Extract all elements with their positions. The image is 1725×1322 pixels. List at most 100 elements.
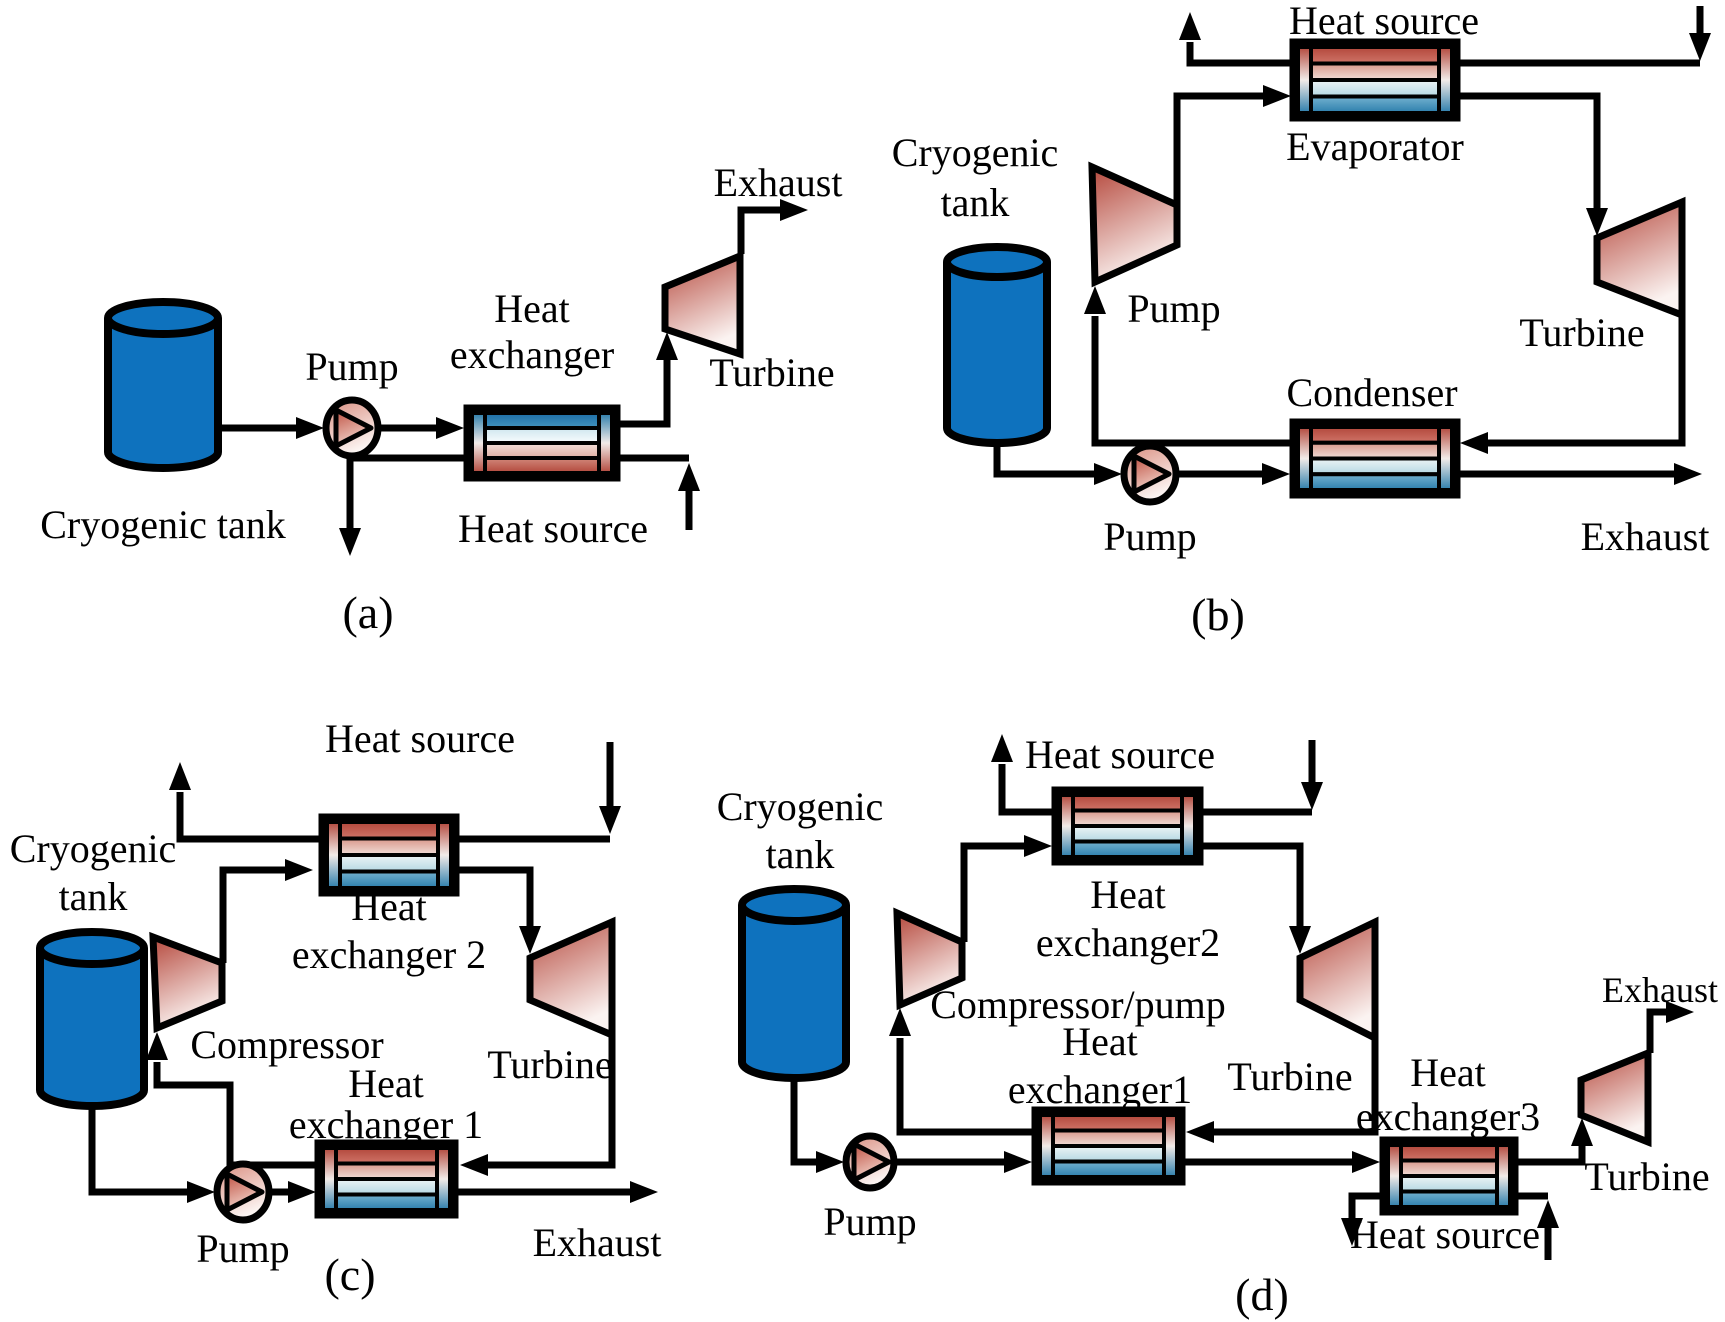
flow-arrow-icon bbox=[780, 199, 808, 221]
cryogenic-tank bbox=[36, 928, 148, 1110]
cryogenic-tank bbox=[738, 885, 850, 1082]
label-evaporator: Evaporator bbox=[1286, 124, 1464, 169]
label-tank: tank bbox=[766, 832, 835, 877]
label-pump-bottom: Pump bbox=[1103, 514, 1196, 559]
flow-arrow-icon bbox=[1571, 1118, 1593, 1146]
flow-arrow-icon bbox=[1004, 1151, 1032, 1173]
label-compressor-pump: Compressor/pump bbox=[930, 982, 1226, 1027]
flow-arrow-icon bbox=[656, 332, 678, 360]
label-turbine-right: Turbine bbox=[1584, 1154, 1709, 1199]
evaporator bbox=[1289, 38, 1461, 122]
heat-exchanger-3 bbox=[1379, 1136, 1519, 1216]
panel-tag-a: (a) bbox=[342, 587, 393, 638]
label-turbine: Turbine bbox=[487, 1042, 612, 1087]
label-heat-source-top: Heat source bbox=[1025, 732, 1215, 777]
cryogenic-tank bbox=[104, 298, 222, 472]
condenser bbox=[1289, 418, 1461, 499]
pipe bbox=[790, 1078, 816, 1166]
pipe bbox=[1515, 1146, 1586, 1166]
heat-exchanger-2 bbox=[1051, 786, 1204, 866]
label-pump-top: Pump bbox=[1127, 286, 1220, 331]
turbine-right bbox=[1577, 1047, 1652, 1148]
label-hx3-line1: Heat bbox=[1410, 1050, 1486, 1095]
flow-arrow-icon bbox=[1289, 926, 1311, 954]
pipe bbox=[153, 1062, 318, 1169]
panel-d: Cryogenic tank Heat source Heat exchange… bbox=[717, 732, 1718, 1320]
flow-arrow-icon bbox=[1537, 1200, 1559, 1228]
panel-tag-b: (b) bbox=[1191, 589, 1245, 640]
pipe bbox=[617, 358, 671, 428]
flow-arrow-icon bbox=[169, 762, 191, 790]
heat-exchanger bbox=[463, 404, 621, 482]
flow-arrow-icon bbox=[1341, 1218, 1363, 1246]
flow-arrow-icon bbox=[288, 1181, 316, 1203]
flow-arrow-icon bbox=[1352, 1151, 1380, 1173]
label-compressor: Compressor bbox=[190, 1022, 383, 1067]
cryo-pump-trapezoid bbox=[1088, 161, 1181, 288]
label-pump: Pump bbox=[305, 344, 398, 389]
label-heat-source-bottom: Heat source bbox=[1350, 1212, 1540, 1257]
pump bbox=[842, 1132, 898, 1192]
panel-c: Cryogenic tank Heat source Heat exchange… bbox=[10, 716, 662, 1300]
label-heat-source: Heat source bbox=[1289, 0, 1479, 43]
flow-arrow-icon bbox=[816, 1151, 844, 1173]
pipe bbox=[219, 866, 295, 963]
flow-arrow-icon bbox=[1689, 33, 1711, 61]
label-hx2-line1: Heat bbox=[1090, 872, 1166, 917]
turbine bbox=[661, 250, 744, 359]
flow-arrow-icon bbox=[187, 1181, 215, 1203]
label-cryogenic-tank: Cryogenic tank bbox=[40, 502, 286, 547]
label-cryogenic: Cryogenic bbox=[892, 130, 1059, 175]
pipe bbox=[478, 1035, 616, 1169]
label-hx1-line2: exchanger1 bbox=[1008, 1067, 1192, 1112]
label-hx2-line2: exchanger2 bbox=[1036, 920, 1220, 965]
label-hx2-line2: exchanger 2 bbox=[292, 932, 486, 977]
pipe bbox=[1186, 42, 1297, 67]
flow-arrow-icon bbox=[1262, 463, 1290, 485]
flow-arrow-icon bbox=[146, 1032, 168, 1060]
label-turbine-mid: Turbine bbox=[1227, 1054, 1352, 1099]
heat-exchanger-1 bbox=[1031, 1106, 1186, 1186]
label-hx1-line1: Heat bbox=[1062, 1019, 1138, 1064]
flow-arrow-icon bbox=[991, 734, 1013, 762]
flow-arrow-icon bbox=[1263, 85, 1291, 107]
pipe bbox=[1204, 1038, 1379, 1136]
label-heat-exchanger-1: Heat bbox=[494, 286, 570, 331]
panel-tag-d: (d) bbox=[1235, 1269, 1289, 1320]
pump bbox=[1120, 442, 1180, 506]
flow-arrow-icon bbox=[599, 806, 621, 834]
flow-arrow-icon bbox=[436, 417, 464, 439]
flow-arrow-icon bbox=[1674, 463, 1702, 485]
label-exhaust: Exhaust bbox=[1602, 970, 1718, 1010]
label-heat-source: Heat source bbox=[325, 716, 515, 761]
compressor-pump bbox=[893, 907, 966, 1011]
pump bbox=[322, 396, 382, 460]
turbine bbox=[1593, 196, 1686, 321]
turbine bbox=[526, 916, 616, 1041]
pipe bbox=[456, 866, 534, 926]
label-tank: tank bbox=[59, 874, 128, 919]
panel-a: Cryogenic tank Pump Heat exchanger Turbi… bbox=[40, 160, 842, 638]
pipe bbox=[1091, 316, 1293, 447]
pipe bbox=[346, 454, 471, 528]
flow-arrow-icon bbox=[1179, 12, 1201, 40]
flow-arrow-icon bbox=[1084, 286, 1106, 314]
flow-arrow-icon bbox=[460, 1154, 488, 1176]
pipe bbox=[1457, 92, 1601, 210]
pipe bbox=[737, 206, 794, 254]
label-turbine: Turbine bbox=[1519, 310, 1644, 355]
pipe bbox=[896, 1038, 1035, 1136]
pipe bbox=[1173, 92, 1263, 205]
compressor bbox=[149, 931, 226, 1034]
label-exhaust: Exhaust bbox=[1581, 514, 1710, 559]
heat-exchanger-2 bbox=[318, 813, 460, 897]
flow-arrow-icon bbox=[285, 859, 313, 881]
panel-tag-c: (c) bbox=[324, 1249, 375, 1300]
flow-arrow-icon bbox=[519, 926, 541, 954]
label-hx2-line1: Heat bbox=[351, 884, 427, 929]
label-hx3-line2: exchanger3 bbox=[1356, 1094, 1540, 1139]
flow-arrow-icon bbox=[1186, 1121, 1214, 1143]
flow-arrow-icon bbox=[1666, 1001, 1694, 1023]
